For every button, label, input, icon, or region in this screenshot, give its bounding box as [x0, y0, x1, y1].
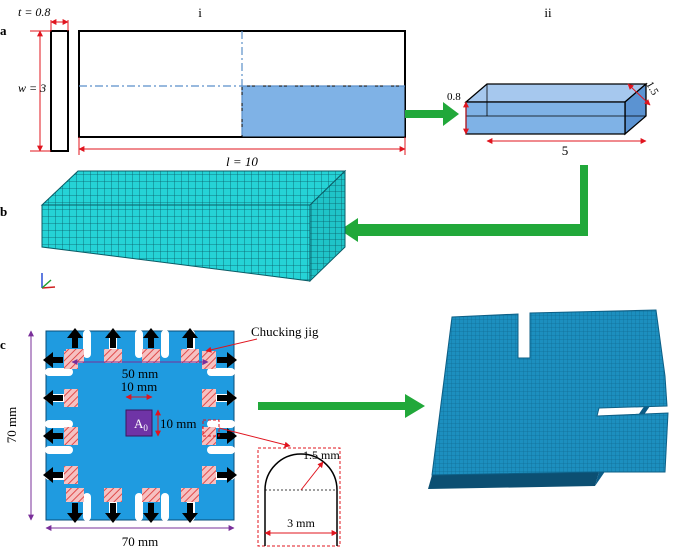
plate-edge-front — [428, 472, 599, 489]
load-arrow-up — [143, 328, 159, 348]
dim-70mm-horizontal-label: 70 mm — [122, 534, 158, 549]
mesh-top-face — [40, 170, 347, 206]
arrow-to-plate-mesh — [258, 394, 425, 418]
slot-right — [207, 420, 235, 428]
load-arrow-down — [67, 503, 83, 523]
load-arrow-up — [182, 328, 198, 348]
block-top-face — [464, 83, 648, 103]
dim-70mm-vertical-label: 70 mm — [4, 407, 19, 443]
load-arrow-right — [217, 390, 237, 406]
panel-label-c: c — [0, 337, 6, 352]
slot-detail-outline — [264, 453, 338, 546]
dim-50mm-label: 50 mm — [122, 366, 158, 381]
jig-left — [64, 466, 78, 484]
jig-bottom — [66, 488, 84, 502]
jig-right — [202, 351, 216, 369]
block-front-face — [465, 101, 626, 135]
jig-left — [64, 427, 78, 445]
slot-width-label: 3 mm — [287, 516, 315, 530]
arrow-i-to-ii — [405, 102, 459, 126]
slot-left — [45, 446, 73, 454]
mesh-front-face — [41, 204, 311, 282]
block-depth-dim — [627, 83, 651, 106]
axis-triad — [41, 273, 56, 289]
area-a0 — [125, 409, 153, 437]
dim-10mm-horizontal-label: 10 mm — [121, 379, 157, 394]
block-length-label: 5 — [562, 143, 569, 158]
axis-y — [41, 279, 52, 289]
chucking-jig-pointer — [205, 338, 258, 353]
dim-10mm-vertical-label: 10 mm — [160, 416, 196, 431]
load-arrow-down — [105, 503, 121, 523]
arrow-ii-to-b — [340, 165, 588, 242]
load-arrow-down — [182, 503, 198, 523]
plate-mesh-surface — [431, 309, 669, 476]
slot-bottom — [161, 493, 169, 521]
slot-right — [207, 368, 235, 376]
jig-bottom — [142, 488, 160, 502]
slot-detail-box — [257, 447, 341, 547]
jig-bottom — [104, 488, 122, 502]
jig-top — [181, 349, 199, 363]
jig-left — [64, 389, 78, 407]
load-arrow-left — [43, 428, 63, 444]
slot-top — [135, 330, 143, 358]
slot-bottom — [135, 493, 143, 521]
slot-left — [45, 368, 73, 376]
axis-x — [41, 286, 56, 289]
load-arrow-left — [43, 352, 63, 368]
load-arrow-down — [143, 503, 159, 523]
block-height-label: 0.8 — [447, 91, 461, 103]
jig-top — [104, 349, 122, 363]
load-arrow-right — [217, 428, 237, 444]
slot-bottom — [83, 493, 91, 521]
thickness-view — [50, 30, 69, 152]
meshed-plate — [428, 309, 669, 489]
l-label: l = 10 — [226, 154, 258, 169]
load-arrow-group — [43, 328, 237, 523]
load-arrow-up — [67, 328, 83, 348]
load-arrow-right — [217, 467, 237, 483]
t-label: t = 0.8 — [18, 5, 50, 19]
jig-right — [202, 466, 216, 484]
jig-left — [64, 351, 78, 369]
jig-bottom — [181, 488, 199, 502]
jig-top — [142, 349, 160, 363]
load-arrow-up — [105, 328, 121, 348]
sub-label-ii: ii — [544, 5, 552, 20]
panel-label-a: a — [0, 23, 7, 38]
slot-radius-label: 1.5 mm — [303, 448, 340, 462]
slot-top — [83, 330, 91, 358]
jig-right — [202, 389, 216, 407]
slot-callout-box — [202, 419, 220, 437]
load-arrow-right — [217, 352, 237, 368]
slot-left — [45, 420, 73, 428]
slot-radius-line — [300, 461, 324, 491]
sub-label-i: i — [198, 5, 202, 20]
quarter-region — [241, 85, 406, 138]
panel-label-b: b — [0, 204, 7, 219]
slot-right — [207, 446, 235, 454]
load-arrow-left — [43, 390, 63, 406]
slot-top — [161, 330, 169, 358]
w-label: w = 3 — [18, 81, 46, 95]
chucking-jig-label: Chucking jig — [251, 324, 319, 339]
load-arrow-left — [43, 467, 63, 483]
area-a0-label: A0 — [134, 416, 148, 433]
slot-callout-pointer — [218, 427, 291, 448]
